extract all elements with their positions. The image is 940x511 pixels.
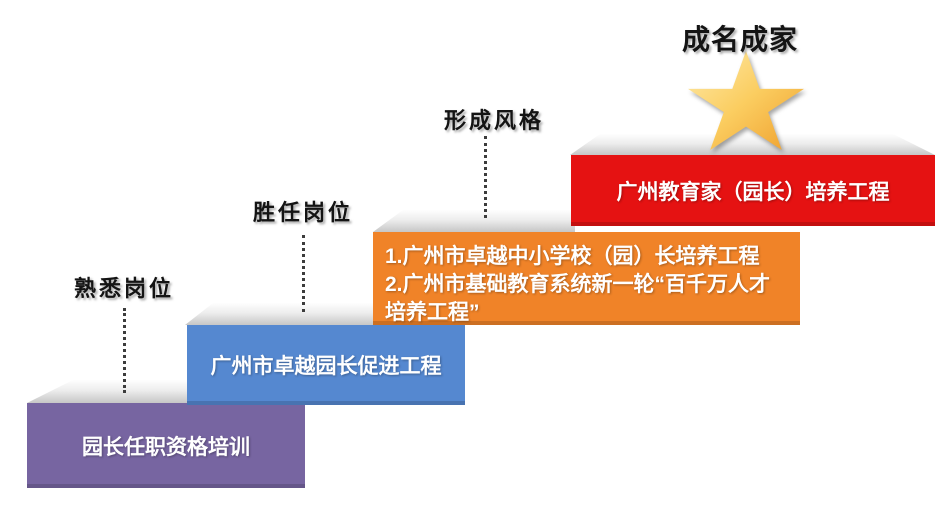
stage-connector-1: [123, 308, 126, 393]
step-text-2: 广州市卓越园长促进工程: [210, 355, 442, 378]
step-text-4: 广州教育家（园长）培养工程: [616, 180, 890, 204]
step-face-3: 1.广州市卓越中小学校（园）长培养工程 2.广州市基础教育系统新一轮“百千万人才…: [373, 232, 800, 325]
peak-label: 成名成家: [681, 24, 798, 55]
step-text-3-line-2: 2.广州市基础教育系统新一轮“百千万人才: [385, 273, 771, 296]
stage-label-2: 胜任岗位: [252, 200, 353, 225]
stage-label-3: 形成风格: [443, 108, 544, 133]
stage-connector-2: [302, 235, 305, 312]
step-text-3-line-3: 培养工程”: [385, 301, 480, 324]
star-icon: [688, 51, 804, 150]
step-tread-4: [570, 134, 935, 155]
step-text-1: 园长任职资格培训: [82, 435, 250, 459]
step-face-2: 广州市卓越园长促进工程: [187, 325, 465, 405]
step-text-3-line-1: 1.广州市卓越中小学校（园）长培养工程: [385, 245, 760, 268]
stage-connector-3: [484, 136, 487, 218]
stage-label-1: 熟悉岗位: [73, 276, 174, 301]
step-tread-3: [373, 210, 575, 232]
step-face-4: 广州教育家（园长）培养工程: [571, 155, 935, 226]
step-face-1: 园长任职资格培训: [27, 403, 305, 488]
